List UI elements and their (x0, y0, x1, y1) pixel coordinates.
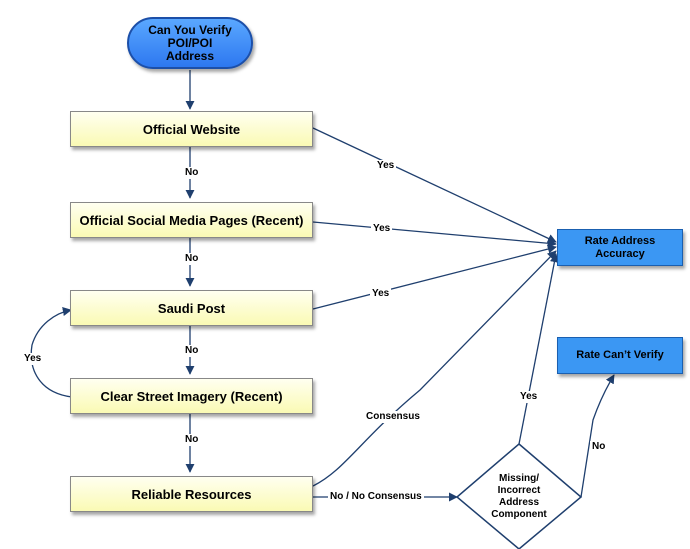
edge-website-yes (312, 127, 557, 243)
start-label: Can You Verify POI/POI Address (148, 22, 232, 63)
social-media-box: Official Social Media Pages (Recent) (70, 202, 313, 238)
official-website-label: Official Website (142, 121, 241, 137)
label-yes-saudi: Yes (370, 288, 392, 300)
rate-accuracy-box: Rate Address Accuracy (557, 229, 683, 266)
label-no-2: No (183, 253, 201, 265)
decision-diamond (455, 443, 583, 549)
edge-loop-yes (30, 307, 73, 398)
label-no-decision: No (590, 441, 608, 453)
start-node: Can You Verify POI/POI Address (127, 17, 253, 69)
rate-accuracy-label: Rate Address Accuracy (584, 234, 656, 260)
label-yes-social: Yes (371, 223, 393, 235)
label-yes-decision: Yes (518, 391, 540, 403)
reliable-resources-box: Reliable Resources (70, 476, 313, 512)
social-media-label: Official Social Media Pages (Recent) (79, 212, 304, 228)
edge-decision-no (580, 374, 615, 498)
label-no-1: No (183, 167, 201, 179)
label-no-4: No (183, 434, 201, 446)
edge-social-yes (312, 221, 557, 248)
official-website-box: Official Website (70, 111, 313, 147)
decision-label: Missing/ Incorrect Address Component (491, 473, 547, 520)
edge-resources-consensus (312, 250, 557, 487)
street-imagery-label: Clear Street Imagery (Recent) (100, 388, 283, 404)
rate-cant-verify-label: Rate Can’t Verify (576, 349, 664, 361)
label-no-consensus: No / No Consensus (328, 491, 424, 503)
rate-cant-verify-box: Rate Can’t Verify (557, 337, 683, 374)
label-yes-loop: Yes (22, 353, 44, 365)
edge-saudi-yes (312, 244, 557, 310)
saudi-post-label: Saudi Post (157, 300, 226, 316)
street-imagery-box: Clear Street Imagery (Recent) (70, 378, 313, 414)
label-consensus: Consensus (364, 411, 422, 423)
reliable-resources-label: Reliable Resources (131, 486, 252, 502)
edge-decision-yes (518, 253, 559, 445)
saudi-post-box: Saudi Post (70, 290, 313, 326)
label-yes-website: Yes (375, 160, 397, 172)
label-no-3: No (183, 345, 201, 357)
